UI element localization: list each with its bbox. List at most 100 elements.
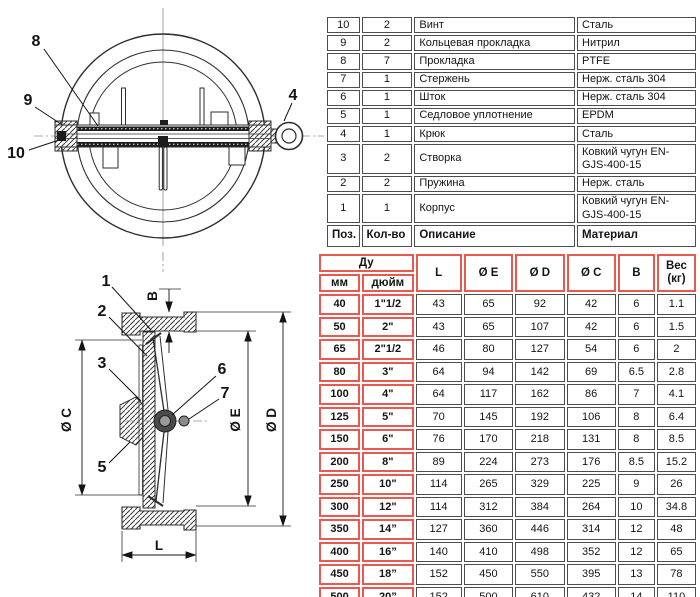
dims-cell-b: 6 [617,316,655,337]
dims-cell-inch: 1"1/2 [362,294,414,315]
dims-cell-b: 12 [617,519,655,540]
dims-cell-c: 42 [566,316,616,337]
parts-cell-material: Ковкий чугун EN-GJS-400-15 [577,144,696,174]
dims-cell-e: 145 [463,406,514,427]
parts-cell-desc: Стержень [414,71,575,88]
dims-cell-weight: 34.8 [656,496,696,517]
leader-2 [108,316,148,357]
parts-cell-material: EPDM [577,107,696,125]
dims-header-e: Ø E [463,254,514,292]
parts-cell-material: Нерж. сталь 304 [577,71,696,88]
dims-cell-l: 152 [415,564,462,585]
parts-cell-qty: 2 [361,175,413,192]
parts-footer-cell: Описание [414,225,575,248]
part-label-5: 5 [98,459,107,476]
dims-cell-e: 265 [463,474,514,495]
dims-header-c: Ø C [566,254,616,292]
spring-hook-bottom [147,495,164,507]
dims-cell-mm: 500 [319,586,361,597]
dims-cell-b: 6 [617,339,655,360]
dims-cell-d: 92 [515,294,565,315]
dims-cell-inch: 10" [362,474,414,495]
dims-cell-l: 46 [415,339,462,360]
parts-cell-desc: Крюк [414,126,575,143]
parts-cell-pos: 4 [327,126,360,143]
gasket-strip-top [77,126,249,131]
dims-cell-l: 43 [415,316,462,337]
dims-header-row-1: Ду L Ø E Ø D Ø C B Вес (кг) [319,254,696,292]
hinge-block-top [160,120,168,125]
dims-cell-e: 65 [463,294,514,315]
dims-header-inch: дюйм [362,274,414,292]
dims-cell-l: 114 [415,474,462,495]
dims-cell-weight: 26 [656,474,696,495]
part-label-9: 9 [24,92,33,109]
plate-edge-top-2 [159,335,169,411]
dims-cell-l: 64 [415,361,462,382]
dim-label-c: Ø C [59,408,74,432]
dims-cell-inch: 12" [362,496,414,517]
dims-header-l: L [415,254,462,292]
dims-cell-mm: 65 [319,339,361,360]
dims-cell-inch: 20” [362,586,414,597]
dims-cell-l: 64 [415,384,462,405]
dims-cell-d: 142 [515,361,565,382]
part-label-4: 4 [289,87,298,104]
leader-7 [188,398,220,420]
dims-cell-inch: 16” [362,541,414,562]
dims-cell-e: 224 [463,451,514,472]
leader-1 [111,286,152,331]
dims-cell-weight: 8.5 [656,429,696,450]
dims-cell-b: 14 [617,586,655,597]
parts-cell-qty: 2 [361,17,413,34]
dims-cell-c: 352 [566,541,616,562]
dims-cell-e: 65 [463,316,514,337]
parts-cell-pos: 10 [327,17,360,34]
leader-8 [43,48,99,127]
parts-cell-material: Нерж. сталь [577,175,696,192]
dims-cell-mm: 100 [319,384,361,405]
part-label-10: 10 [7,145,25,162]
leader-5 [108,441,131,464]
eye-hook-hole [281,128,297,144]
parts-cell-desc: Пружина [414,175,575,192]
dims-cell-weight: 48 [656,519,696,540]
dims-cell-d: 384 [515,496,565,517]
parts-cell-pos: 1 [327,193,360,224]
dims-cell-b: 7 [617,384,655,405]
leader-3 [108,368,142,402]
parts-footer-cell: Материал [577,225,696,248]
stop-pin [178,415,190,427]
part-label-1: 1 [102,273,111,290]
body-top-flange-hatched [121,311,197,336]
dims-header-d: Ø D [515,254,565,292]
dims-cell-l: 152 [415,586,462,597]
section-view-drawing: B Ø C Ø E Ø D L 1 2 3 5 6 7 [59,252,291,562]
parts-cell-pos: 5 [327,107,360,125]
dims-cell-b: 12 [617,541,655,562]
dims-cell-inch: 8" [362,451,414,472]
dims-cell-d: 610 [515,586,565,597]
dims-cell-weight: 6.4 [656,406,696,427]
dims-cell-c: 42 [566,294,616,315]
hinge-block-bottom [158,136,168,147]
dims-cell-d: 446 [515,519,565,540]
parts-cell-desc: Винт [414,17,575,34]
body-bottom-flange-hatched [121,506,197,531]
parts-cell-qty: 2 [361,144,413,174]
dims-cell-weight: 78 [656,564,696,585]
parts-footer-cell: Кол-во [361,225,413,248]
dims-cell-weight: 110 [656,586,696,597]
dims-cell-mm: 50 [319,316,361,337]
parts-cell-desc: Седловое уплотнение [414,107,575,125]
parts-cell-desc: Кольцевая прокладка [414,35,575,52]
stop-top-left [89,112,100,126]
